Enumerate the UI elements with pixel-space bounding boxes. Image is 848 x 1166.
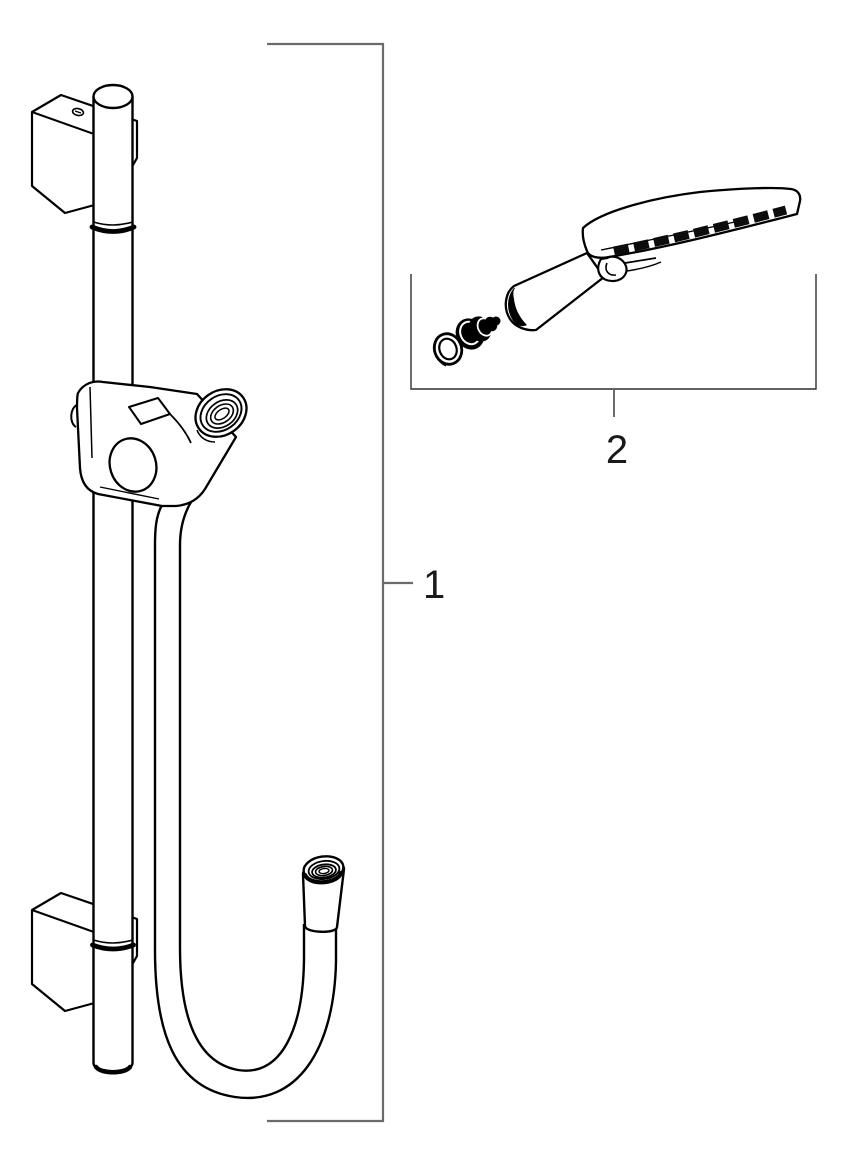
slider-holder xyxy=(70,380,248,508)
rail-tube xyxy=(92,95,134,1073)
holder-bottom-lip xyxy=(99,486,160,500)
curl-shelf-upper xyxy=(624,257,657,264)
connector-dark-band xyxy=(302,870,344,885)
rail-joint-upper-band xyxy=(89,224,137,234)
rail-bottom-edge xyxy=(93,1064,133,1075)
hand-shower-handle xyxy=(504,251,606,332)
curl-shelf-lower xyxy=(626,261,662,272)
wall-bar-assembly xyxy=(30,83,346,1100)
connector-thread-3 xyxy=(318,867,330,875)
rail-joint-lower-line xyxy=(93,939,133,944)
bracket-1-line xyxy=(267,42,385,1123)
cone-cut-line xyxy=(196,429,216,443)
head-hook-curl xyxy=(597,255,628,283)
hose-connector-nut xyxy=(301,855,346,933)
shower-rail xyxy=(89,83,137,1075)
nozzle-row xyxy=(613,205,788,256)
holder-fold-line xyxy=(169,413,192,444)
rail-joint-lower-band xyxy=(90,942,136,952)
cone-thread-2 xyxy=(209,403,235,425)
shower-hose xyxy=(153,501,346,1100)
hose-inner-edge xyxy=(178,501,306,1072)
holder-button xyxy=(108,437,158,493)
hose-outer-edge xyxy=(153,504,338,1100)
connector-thread-2 xyxy=(314,865,334,877)
curl-inner-line xyxy=(605,262,617,276)
callout-bracket-1 xyxy=(267,42,413,1123)
valve-tip xyxy=(491,316,501,326)
rail-joint-upper-line xyxy=(93,221,133,226)
o-ring-inner xyxy=(438,337,458,361)
holder-left-inner-line xyxy=(89,386,93,459)
cone-thread-1 xyxy=(205,399,239,429)
cone-thread-3 xyxy=(214,407,230,421)
holder-left-nub xyxy=(70,404,78,428)
o-ring-seal xyxy=(432,332,464,367)
hand-shower-group xyxy=(432,186,802,367)
o-ring-shadow xyxy=(434,341,447,367)
head-outline xyxy=(581,186,802,259)
connector-rim-inner xyxy=(307,859,341,881)
screw-slot xyxy=(74,110,82,114)
handle-cone-shading xyxy=(508,288,527,327)
callout-label-2: 2 xyxy=(606,428,628,472)
callout-label-1: 1 xyxy=(423,563,445,607)
rail-top-cap xyxy=(92,83,134,110)
hand-shower-head xyxy=(581,186,802,283)
handle-outline xyxy=(504,251,606,332)
check-valve xyxy=(455,316,501,350)
cone-rim-inner xyxy=(199,393,243,433)
connector-thread-1 xyxy=(311,863,337,879)
